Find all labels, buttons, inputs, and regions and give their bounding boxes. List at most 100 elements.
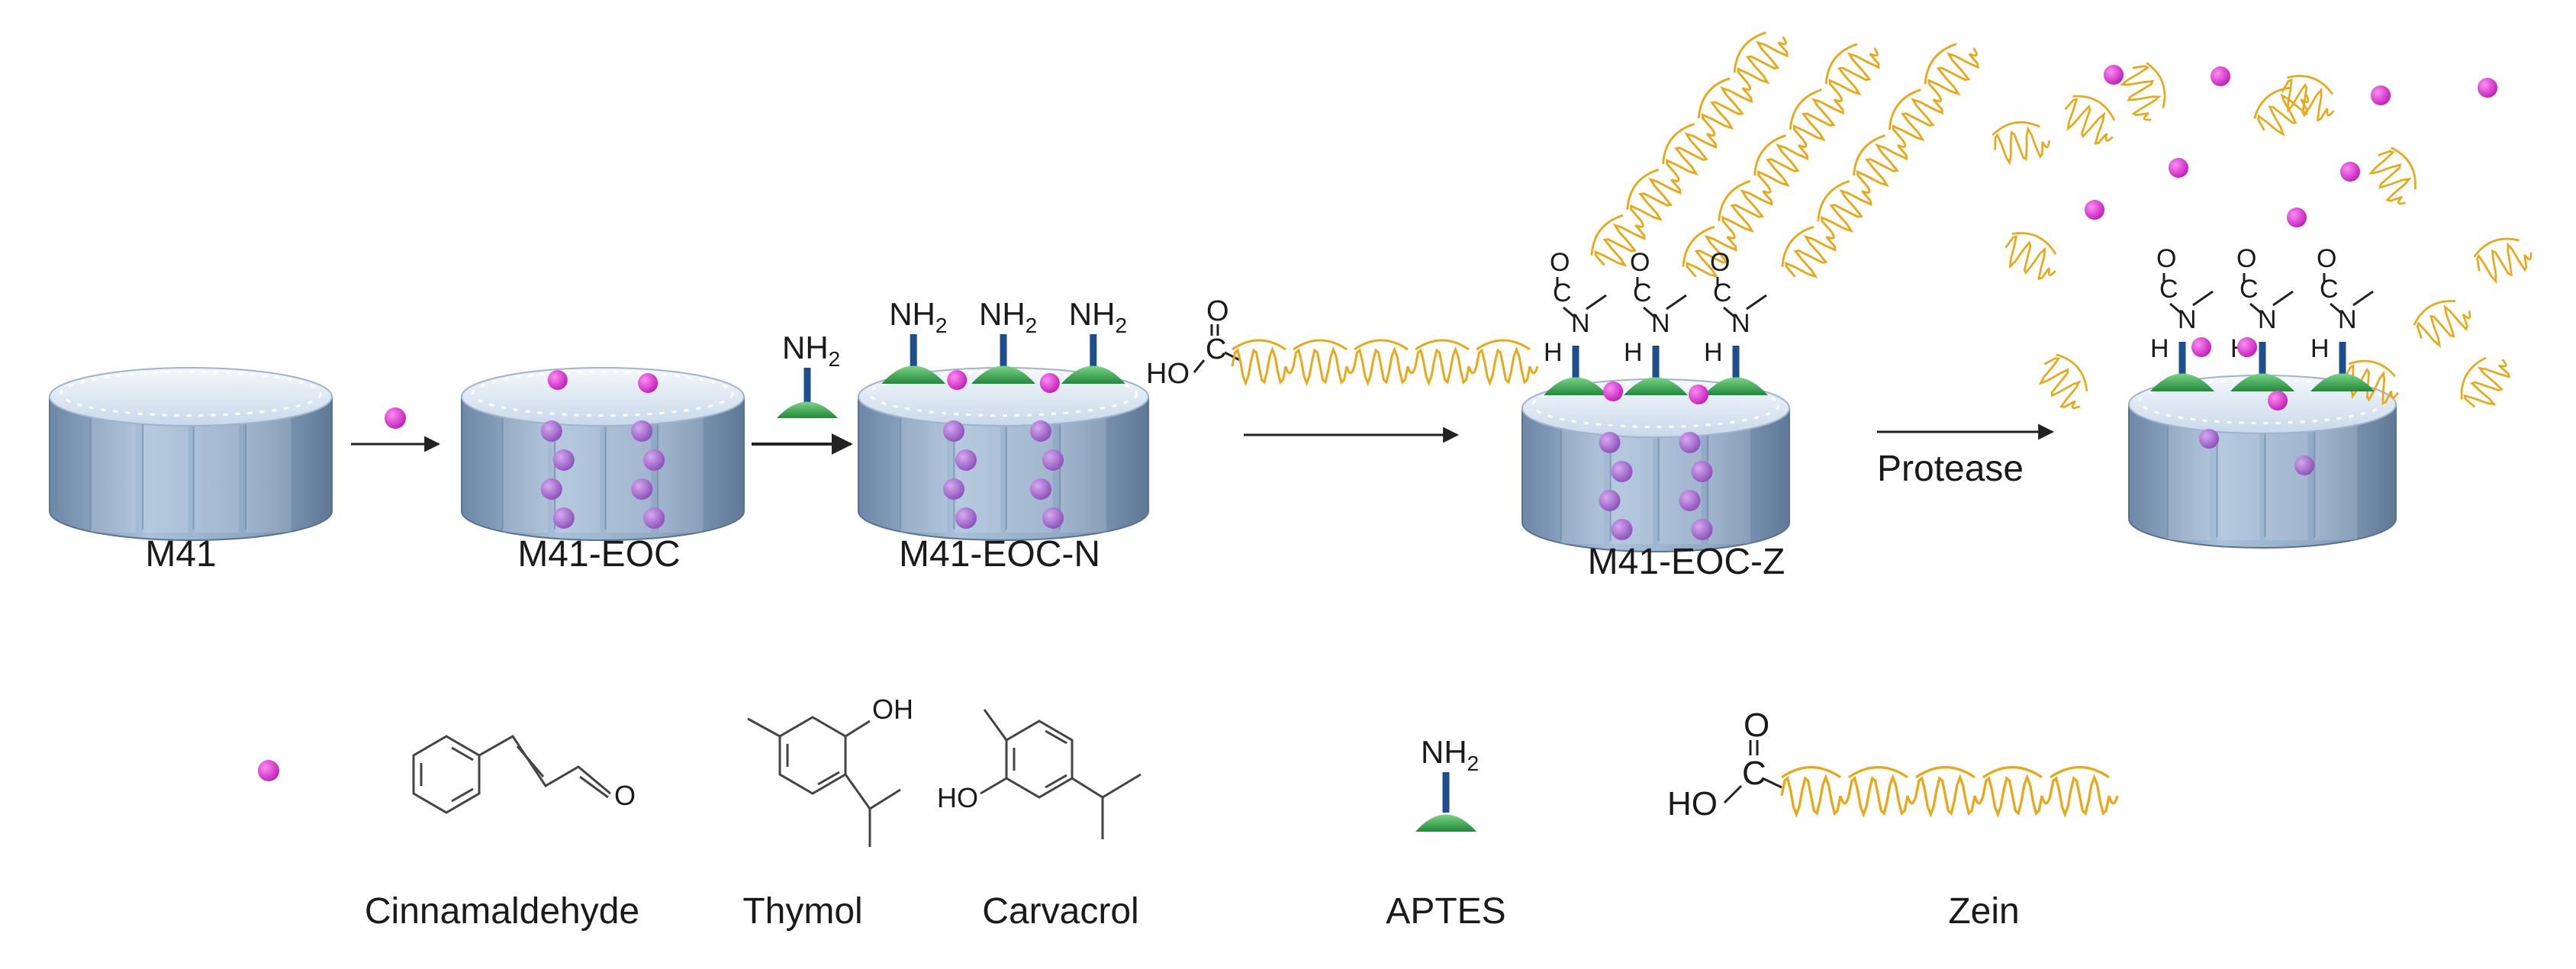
- zein-helix: [1682, 43, 1880, 278]
- cargo-dot: [2085, 200, 2104, 220]
- zein-legend-structure: HO O C: [1667, 707, 2119, 823]
- stage-label-m41: M41: [145, 534, 216, 575]
- loaded-cargo: [2199, 429, 2219, 449]
- svg-text:O: O: [1744, 707, 1769, 744]
- zein-helix: [2460, 356, 2510, 408]
- loaded-cargo: [1679, 432, 1701, 453]
- legend-label-zein: Zein: [1948, 891, 2019, 932]
- particle-m41-eoc-n: [858, 367, 1149, 541]
- thymol-structure: [747, 716, 901, 847]
- aptes-caps: NH2NH2NH2NHCONHCONHCONHCONHCONHCO: [881, 244, 2375, 395]
- svg-text:N: N: [2258, 305, 2277, 334]
- cargo-dot: [547, 370, 568, 390]
- svg-text:C: C: [2240, 275, 2259, 304]
- aptes-reagent: NH2: [777, 330, 840, 418]
- loaded-cargo: [1691, 461, 1713, 482]
- stage-label-m41-eoc: M41-EOC: [517, 534, 680, 575]
- svg-text:C: C: [1633, 278, 1652, 307]
- svg-text:H: H: [1544, 338, 1563, 367]
- svg-text:HO: HO: [1146, 358, 1190, 390]
- cargo-dot: [2268, 391, 2288, 410]
- svg-text:C: C: [1206, 333, 1226, 365]
- zein-helix: [2064, 95, 2116, 145]
- svg-text:HO: HO: [1667, 785, 1718, 823]
- svg-text:N: N: [2338, 305, 2357, 334]
- svg-text:H: H: [2150, 334, 2169, 363]
- carvacrol-structure: [980, 709, 1141, 839]
- stage-label-m41-eoc-n: M41-EOC-N: [899, 534, 1100, 575]
- stage-label-m41-eoc-z: M41-EOC-Z: [1588, 542, 1785, 582]
- cargo-dot: [2104, 65, 2124, 85]
- loaded-cargo: [955, 449, 977, 471]
- cargo-dot: [1689, 385, 1708, 404]
- cargo-dot: [638, 373, 658, 393]
- legend: O OH HO NH2: [258, 694, 2119, 932]
- zein-helix: [2473, 237, 2533, 285]
- svg-text:H: H: [2310, 334, 2330, 363]
- svg-text:NH2: NH2: [1069, 296, 1127, 337]
- cargo-dot: [1039, 373, 1060, 393]
- svg-text:C: C: [1742, 755, 1766, 792]
- zein-helix: [1992, 121, 2050, 166]
- loaded-cargo: [552, 507, 575, 529]
- svg-text:H: H: [1624, 338, 1643, 367]
- svg-text:O: O: [1206, 295, 1229, 327]
- svg-text:C: C: [1553, 278, 1572, 307]
- particle-released: [2128, 375, 2397, 549]
- loaded-cargo: [2294, 456, 2314, 475]
- loaded-cargo: [631, 478, 653, 500]
- loaded-cargo: [1611, 461, 1633, 482]
- svg-text:O: O: [614, 780, 636, 811]
- loaded-cargo: [540, 478, 562, 500]
- svg-text:NH2: NH2: [979, 296, 1037, 337]
- zein-reagent: HO O C: [1146, 295, 1539, 390]
- cargo-dot: [2478, 78, 2497, 98]
- legend-cargo-dot: [258, 760, 279, 781]
- aptes-cap: NH2: [1061, 296, 1127, 384]
- loaded-cargo: [1030, 478, 1051, 500]
- zein-helix: [2004, 232, 2057, 281]
- loaded-cargo: [540, 420, 562, 442]
- svg-text:HO: HO: [937, 782, 978, 813]
- zein-chains: [1590, 31, 2533, 410]
- svg-text:N: N: [1731, 309, 1750, 338]
- cinnamaldehyde-structure: [412, 735, 611, 814]
- cargo-dot: [2340, 162, 2360, 182]
- cargo-dot: [2371, 85, 2391, 105]
- loaded-cargo: [1599, 432, 1621, 453]
- silica-particles: [49, 367, 2397, 552]
- cargo-dot: [385, 407, 406, 429]
- svg-text:OH: OH: [872, 694, 913, 725]
- cargo-dot: [2169, 158, 2188, 178]
- svg-text:O: O: [2236, 244, 2256, 273]
- legend-label-thymol: Thymol: [742, 891, 862, 932]
- loaded-cargo: [631, 420, 653, 442]
- cargo-dot: [2237, 337, 2257, 357]
- zein-helix: [1781, 43, 1979, 278]
- particle-m41-eoc: [461, 367, 745, 541]
- protease-label: Protease: [1877, 449, 2024, 489]
- zein-helix: [1590, 31, 1789, 267]
- loaded-cargo: [1691, 519, 1713, 540]
- cargo-dot: [2287, 208, 2307, 227]
- svg-text:NH2: NH2: [782, 330, 840, 371]
- svg-text:O: O: [1710, 248, 1730, 277]
- loaded-cargo: [1599, 490, 1621, 511]
- zein-helix: [2368, 146, 2417, 205]
- loaded-cargo: [643, 449, 665, 471]
- cargo-molecules: [385, 65, 2497, 540]
- zein-helix: [2281, 75, 2335, 122]
- aptes-legend-structure: NH2: [1415, 734, 1479, 832]
- legend-label-aptes: APTES: [1386, 891, 1505, 932]
- svg-text:C: C: [2320, 275, 2339, 304]
- loaded-cargo: [1042, 507, 1064, 529]
- zein-helix: [2253, 86, 2310, 137]
- loaded-cargo: [1679, 490, 1701, 511]
- cargo-dot: [947, 370, 968, 390]
